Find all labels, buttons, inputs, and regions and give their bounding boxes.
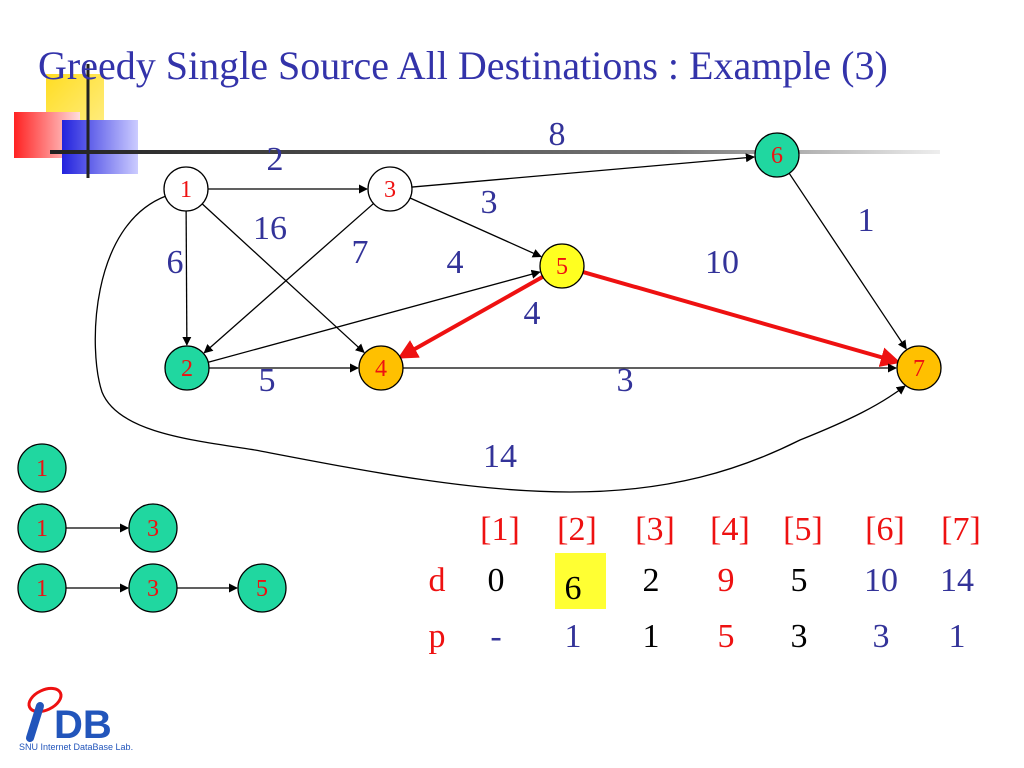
graph-node-4: 4 (358, 345, 404, 391)
edge-weight-label: 8 (549, 116, 566, 153)
path-node-circle (128, 503, 178, 553)
graph-node-1: 1 (163, 166, 209, 212)
edge-weight-label: 10 (705, 244, 739, 281)
p-value-cell: 3 (873, 618, 890, 655)
table-header: [6] (865, 511, 905, 548)
d-value-cell: 10 (864, 562, 898, 599)
edges-layer (94, 153, 907, 493)
node-circle (539, 243, 585, 289)
path-node-circle (17, 443, 67, 493)
edge-5-7-highlighted (582, 270, 901, 367)
graph-node-5: 5 (539, 243, 585, 289)
p-value-cell: 1 (565, 618, 582, 655)
p-value-cell: 5 (718, 618, 735, 655)
node-label: 5 (556, 254, 568, 280)
path-node-label: 5 (256, 576, 268, 602)
edge-6-7 (788, 172, 907, 350)
edge-1-7 (94, 195, 906, 493)
edge-weight-label: 4 (447, 244, 464, 281)
node-label: 6 (771, 143, 783, 169)
edge-weight-label: 16 (253, 210, 287, 247)
d-value-cell: 5 (791, 562, 808, 599)
graph-node-2: 2 (164, 345, 210, 391)
node-label: 3 (384, 177, 396, 203)
graph-node-6: 6 (754, 132, 800, 178)
node-label: 1 (180, 177, 192, 203)
edge-weight-label: 14 (483, 438, 517, 475)
table-header: [2] (557, 511, 597, 548)
edge-weight-label: 3 (617, 362, 634, 399)
p-row-label: p (429, 618, 446, 655)
path-node-label: 1 (36, 576, 48, 602)
node-label: 4 (375, 356, 387, 382)
d-value-cell: 6 (565, 570, 582, 607)
node-circle (754, 132, 800, 178)
edge-weight-label: 1 (858, 202, 875, 239)
node-label: 2 (181, 356, 193, 382)
edge-3-2 (203, 203, 374, 354)
d-value-cell: 14 (940, 562, 974, 599)
edge-weight-label: 3 (481, 184, 498, 221)
d-value-cell: 0 (488, 562, 505, 599)
node-circle (163, 166, 209, 212)
path-node-label: 3 (147, 576, 159, 602)
graph-node-3: 3 (367, 166, 413, 212)
graph-node-7: 7 (896, 345, 942, 391)
path-node-label: 1 (36, 516, 48, 542)
d-value-cell: 9 (718, 562, 735, 599)
edge-2-5 (208, 269, 541, 363)
d-value-cell: 2 (643, 562, 660, 599)
path-row: 1 (17, 443, 67, 493)
edge-weight-label: 2 (267, 141, 284, 178)
node-label: 7 (913, 356, 925, 382)
path-node-label: 3 (147, 516, 159, 542)
table-header: [1] (480, 511, 520, 548)
edge-weight-label: 5 (259, 362, 276, 399)
path-node-circle (237, 563, 287, 613)
table-header: [3] (635, 511, 675, 548)
node-circle (358, 345, 404, 391)
highlight-box (555, 553, 606, 609)
p-value-cell: 1 (643, 618, 660, 655)
table-header: [5] (783, 511, 823, 548)
nodes-layer: 1 3 6 5 2 4 7 (163, 132, 942, 391)
edge-weight-label: 7 (352, 234, 369, 271)
page-title: Greedy Single Source All Destinations : … (38, 43, 888, 88)
d-row-label: d (429, 562, 446, 599)
edge-1-2 (182, 210, 192, 346)
p-value-cell: - (490, 618, 501, 655)
edge-3-6 (411, 153, 755, 188)
node-circle (164, 345, 210, 391)
path-row: 1 3 5 (17, 563, 287, 613)
edge-3-5 (409, 197, 542, 258)
table-header: [7] (941, 511, 981, 548)
p-value-cell: 1 (949, 618, 966, 655)
path-node-label: 1 (36, 456, 48, 482)
table-header: [4] (710, 511, 750, 548)
node-circle (896, 345, 942, 391)
edge-weight-label: 6 (167, 244, 184, 281)
p-value-cell: 3 (791, 618, 808, 655)
edge-5-4-highlighted (397, 275, 544, 359)
node-circle (367, 166, 413, 212)
edge-weight-label: 4 (524, 295, 541, 332)
